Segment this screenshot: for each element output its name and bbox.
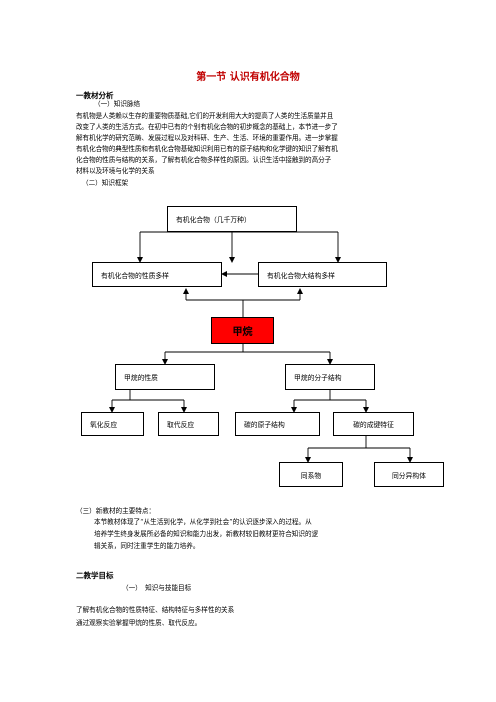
box-property-diversity: 有机化合物的性质多样 xyxy=(92,262,222,287)
objective-line: 了解有机化合物的性质特征、结构特征与多样性的关系 xyxy=(76,606,235,614)
paragraph-line: 改变了人类的生活方式。在初中已有的个别有机化合物的初步概念的基础上，本节进一步了 xyxy=(76,123,338,131)
box-carbon-atomic-structure: 碳的原子结构 xyxy=(235,412,320,436)
box-methane-properties: 甲烷的性质 xyxy=(115,364,215,390)
paragraph-line: 化合物的性质与结构的关系，了解有机化合物多样性的原因。认识生活中接触到的高分子 xyxy=(76,156,332,164)
box-carbon-bonding: 碳的成键特征 xyxy=(333,412,414,436)
box-oxidation-reaction: 氧化反应 xyxy=(81,412,144,436)
box-structure-diversity: 有机化合物大结构多样 xyxy=(258,262,387,287)
features-line: 本节教材体现了“从生活到化学，从化学到社会”的认识逐步深入的过程。从 xyxy=(94,518,312,526)
paragraph-line: 解有机化学的研究范畴、发展过程以及对科研、生产、生活、环境的重要作用。进一步掌握 xyxy=(76,134,338,142)
subheading-knowledge-context: （一）知识脉络 xyxy=(94,100,141,108)
subheading-knowledge-skills: （一） 知识与技能目标 xyxy=(122,584,192,592)
intro-paragraph: 有机物是人类赖以生存的重要物质基础,它们的开发利用大大的提高了人类的生活质量并且… xyxy=(76,111,426,177)
box-methane-structure: 甲烷的分子结构 xyxy=(285,364,375,390)
section-heading-objectives: 二教学目标 xyxy=(76,571,114,580)
paragraph-line: 材料以及环境与化学的关系 xyxy=(76,167,155,175)
features-line: 培养学生终身发展所必备的知识和能力出发，新教材较旧教材更符合知识的逻 xyxy=(94,530,319,538)
subheading-new-textbook-features: （三）新教材的主要特点： xyxy=(76,507,156,515)
box-organic-compounds: 有机化合物（几千万种） xyxy=(167,206,297,232)
box-substitution-reaction: 取代反应 xyxy=(158,412,219,436)
box-methane: 甲烷 xyxy=(211,317,274,344)
box-homologs: 同系物 xyxy=(279,462,343,487)
paragraph-line: 有机化合物的典型性质和有机化合物基础知识利用已有的原子结构和化学键的知识了解有机 xyxy=(76,145,338,153)
page-title: 第一节 认识有机化合物 xyxy=(196,72,300,83)
box-isomers: 同分异构体 xyxy=(374,462,444,487)
paragraph-line: 有机物是人类赖以生存的重要物质基础,它们的开发利用大大的提高了人类的生活质量并且 xyxy=(76,112,334,120)
features-line: 辑关系，同时注重学生的能力培养。 xyxy=(94,542,200,550)
objective-line: 通过观察实验掌握甲烷的性质、取代反应。 xyxy=(76,619,202,627)
section-heading-analysis: 一教材分析 xyxy=(76,91,114,100)
subheading-knowledge-framework: （二）知识框架 xyxy=(82,179,129,187)
